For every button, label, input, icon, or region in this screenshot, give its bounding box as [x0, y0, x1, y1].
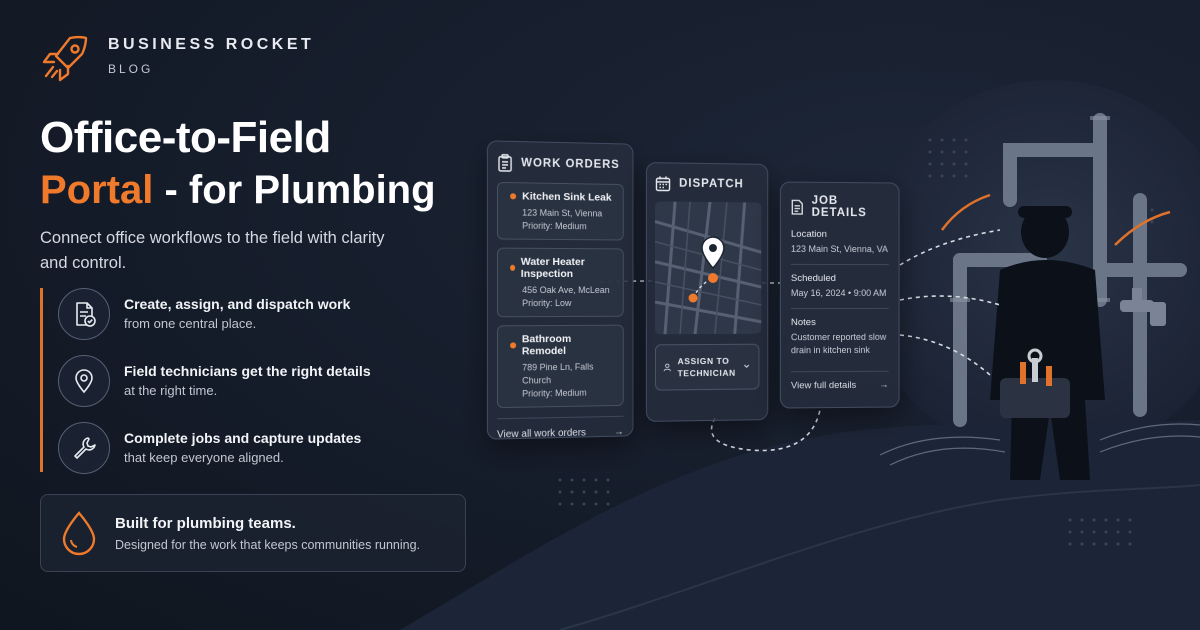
work-order-item[interactable]: Kitchen Sink Leak 123 Main St, Vienna Pr…	[496, 181, 624, 241]
work-orders-panel: WORK ORDERS Kitchen Sink Leak 123 Main S…	[486, 140, 634, 441]
work-order-priority: Priority: Medium	[522, 220, 587, 232]
headline-accent: Portal	[40, 168, 154, 212]
work-order-address: 789 Pine Ln, Falls Church	[522, 361, 594, 386]
notes-line2: drain in kitchen sink	[790, 344, 870, 356]
job-details-title: JOB DETAILS	[811, 194, 867, 220]
arrow-right-icon: →	[879, 379, 889, 391]
headline-rest: - for Plumbing	[153, 168, 436, 212]
location-value: 123 Main St, Vienna, VA	[790, 243, 888, 255]
dispatch-header: DISPATCH	[655, 175, 759, 192]
work-order-title: Kitchen Sink Leak	[522, 190, 612, 204]
feature-title: Create, assign, and dispatch work	[124, 296, 351, 312]
feature-item: Create, assign, and dispatch work from o…	[58, 287, 371, 340]
work-orders-title: WORK ORDERS	[521, 157, 620, 172]
job-details-panel: JOB DETAILS Location 123 Main St, Vienna…	[779, 181, 900, 409]
view-full-details-link[interactable]: View full details →	[791, 380, 889, 392]
wave-floor	[400, 420, 1200, 630]
view-full-details-label: View full details	[790, 379, 857, 392]
feature-title: Complete jobs and capture updates	[124, 430, 362, 446]
dispatch-panel: DISPATCH ASSIGN TO TECHNICIAN ⌄	[645, 162, 769, 422]
view-all-label: View all work orders	[496, 427, 586, 441]
feature-item: Complete jobs and capture updates that k…	[58, 421, 371, 474]
dot-pattern	[558, 138, 1154, 546]
chevron-down-icon: ⌄	[741, 356, 752, 371]
work-orders-header: WORK ORDERS	[497, 154, 624, 174]
brand: BUSINESS ROCKET BLOG	[40, 30, 314, 82]
origin-marker	[688, 293, 698, 303]
notes-line1: Customer reported slow	[790, 331, 887, 343]
location-pin-icon	[58, 354, 110, 407]
brand-sub: BLOG	[108, 62, 154, 76]
job-details-header: JOB DETAILS	[791, 195, 889, 220]
scheduled-value: May 16, 2024 • 9:00 AM	[790, 287, 887, 299]
wrench-icon	[58, 421, 110, 474]
assign-label-line1: ASSIGN TO	[677, 355, 730, 367]
built-title: Built for plumbing teams.	[115, 514, 296, 532]
status-dot	[510, 193, 517, 200]
built-sub: Designed for the work that keeps communi…	[115, 537, 421, 552]
status-dot	[510, 342, 516, 349]
map-pin-icon	[702, 237, 724, 268]
work-order-item[interactable]: Bathroom Remodel 789 Pine Ln, Falls Chur…	[496, 324, 624, 409]
work-order-address: 456 Oak Ave, McLean	[522, 284, 610, 296]
work-order-item[interactable]: Water Heater Inspection 456 Oak Ave, McL…	[496, 247, 624, 318]
feature-sub: from one central place.	[124, 316, 257, 331]
faucet-illustration	[1120, 288, 1166, 326]
calendar-icon	[655, 175, 671, 191]
pipes-illustration	[953, 113, 1187, 427]
document-check-icon	[58, 287, 110, 340]
work-order-priority: Priority: Low	[522, 297, 572, 309]
user-icon	[663, 359, 672, 375]
headline-line1: Office-to-Field	[40, 113, 331, 162]
built-for-card: Built for plumbing teams. Designed for t…	[40, 494, 466, 572]
notes-label: Notes	[790, 317, 816, 329]
brand-name: BUSINESS ROCKET	[108, 36, 315, 53]
feature-sub: that keep everyone aligned.	[124, 450, 284, 465]
dispatch-map[interactable]	[654, 201, 762, 335]
feature-title: Field technicians get the right details	[124, 363, 371, 379]
headline-line2: Portal - for Plumbing	[40, 166, 436, 214]
rocket-icon	[42, 35, 88, 82]
feature-sub: at the right time.	[124, 383, 218, 398]
work-order-title: Bathroom Remodel	[521, 332, 572, 358]
arrow-right-icon: →	[614, 426, 624, 438]
status-dot	[510, 264, 515, 271]
tool-belt	[1000, 348, 1070, 418]
tagline: Connect office workflows to the field wi…	[40, 229, 385, 272]
work-order-address: 123 Main St, Vienna	[522, 207, 603, 219]
features-accent-bar	[40, 288, 43, 472]
feature-list: Create, assign, and dispatch work from o…	[58, 287, 371, 474]
work-order-title: Water Heater Inspection	[520, 255, 585, 281]
scheduled-label: Scheduled	[790, 272, 836, 284]
feature-item: Field technicians get the right details …	[58, 354, 371, 407]
document-icon	[791, 198, 804, 215]
dispatch-title: DISPATCH	[679, 177, 744, 191]
assign-label-line2: TECHNICIAN	[677, 367, 736, 379]
assign-technician-button[interactable]: ASSIGN TO TECHNICIAN ⌄	[654, 343, 760, 391]
clipboard-icon	[497, 154, 513, 172]
work-order-priority: Priority: Medium	[522, 387, 587, 399]
destination-marker	[708, 273, 719, 284]
water-drop-icon	[62, 511, 96, 556]
location-label: Location	[790, 228, 827, 240]
